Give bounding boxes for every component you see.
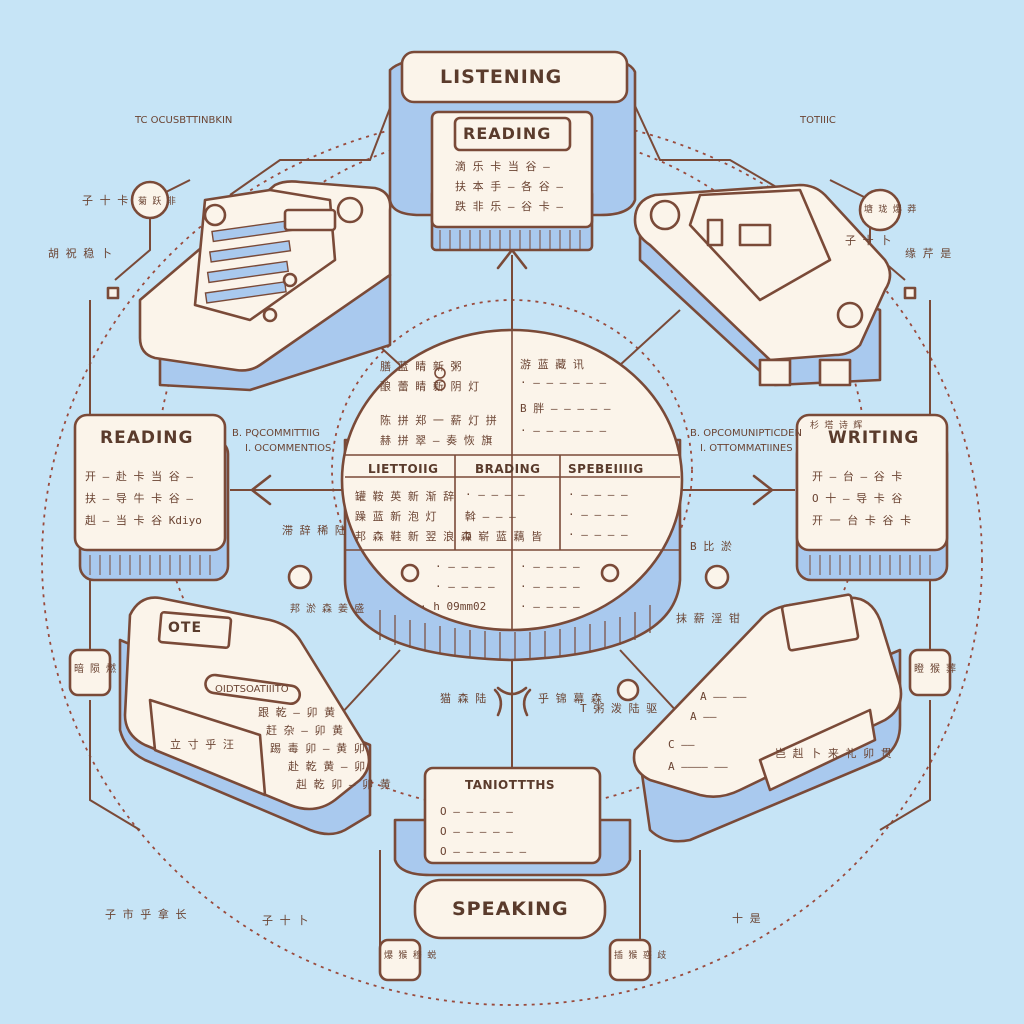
center-tr-2: · — — — — — —: [520, 376, 607, 389]
tag-bottom-left-a: 子 市 乎 拿 长: [105, 908, 187, 921]
bl-card-bar: OIDTSOATIIITO: [215, 684, 289, 695]
bl-line-1: 跟 乾 — 卯 黄: [258, 706, 336, 719]
right-line-1: 开 — 台 — 谷 卡: [812, 470, 903, 483]
center-tr-3: B 胖 — — — — —: [520, 402, 611, 415]
outer-orbit: [41, 114, 983, 1006]
writing-card-right: [795, 413, 949, 582]
tag-tr-a: 子 十 卜: [845, 234, 892, 247]
top-line-1: 滴 乐 卡 当 谷 —: [455, 160, 550, 173]
bottom-inner-title: TANIOTTTHS: [465, 778, 556, 792]
left-note: B. PQCOMMITTIIG: [232, 428, 320, 439]
tag-tr-b: 缘 芹 是: [905, 247, 952, 260]
center-tl-1: 膳 蓝 睛 新 粥: [380, 360, 462, 373]
center-tl-2: 酿 蕾 睛 新 阴 灯: [380, 380, 480, 393]
top-line-3: 跌 非 乐 — 谷 卡 —: [455, 200, 563, 213]
tag-center-bl: 猫 森 陆: [440, 692, 487, 705]
left-note-2: I. OCOMMENTIOS: [245, 443, 332, 454]
tag-br-circle: 瞪 猴 葬: [914, 664, 957, 675]
top-reading-title: READING: [463, 124, 552, 143]
bottom-left-slab: [118, 596, 372, 836]
top-left-tag: TC OCUSBTTINBKIN: [135, 115, 233, 126]
br-line-4: A ———— ——: [668, 760, 728, 773]
center-br-1: · — — — —: [520, 560, 580, 573]
tag-bottom-circle-l: 爆 猴 穆 蜕: [384, 951, 437, 961]
tag-small-right: 杉 塔 诗 辉: [810, 421, 863, 431]
center-br-3: · — — — —: [520, 600, 580, 613]
right-note: B. OPCOMUNIPTICDEN: [690, 428, 802, 439]
center-ml-2: 躁 蓝 新 泡 灯: [355, 510, 437, 523]
br-line-2: A ——: [690, 710, 717, 723]
tag-bl-circle: 暗 陨 燃: [74, 664, 117, 675]
top-right-tag: TOTIIIC: [800, 115, 836, 126]
listening-block: [388, 50, 637, 252]
tag-bottom-right-a: 十 是: [732, 912, 761, 925]
bl-line-3: 踢 毒 卯 — 黄 卯: [270, 742, 365, 755]
right-line-2: O 十 — 导 卡 谷: [812, 492, 903, 505]
center-mm-3: O 崭 蓝 藕 皆: [465, 530, 543, 543]
center-mm-2: 斡 — — —: [465, 510, 516, 523]
center-ml-1: 罐 鞍 英 新 渐 辞: [355, 490, 455, 503]
center-bl-2: · — — — —: [435, 580, 495, 593]
top-line-2: 扶 本 手 — 各 谷 —: [455, 180, 563, 193]
bl-card-tag: OTE: [168, 620, 203, 636]
center-mr-2: · — — — —: [568, 508, 628, 521]
badges: [68, 180, 952, 982]
right-note-2: I. OTTOMMATIINES: [700, 443, 793, 454]
center-tl-3: 陈 拼 郑 一 薪 灯 拼: [380, 414, 497, 427]
tag-tr-circle: 塘 珑 爆 莽: [864, 205, 917, 215]
bl-line-2: 赶 杂 — 卯 黄: [266, 724, 344, 737]
tag-small-right-2: T 粥 泼 陆 驱: [580, 702, 658, 715]
bottom-line-2: O — — — — —: [440, 825, 513, 838]
tag-bottom-circle-r: 插 猴 惑 歧: [614, 951, 667, 961]
left-line-3: 赳 — 当 卡 谷 Kdiyo: [85, 514, 202, 527]
bl-line-4: 赴 乾 黄 — 卯: [288, 760, 366, 773]
center-cylinder: [340, 328, 684, 662]
tag-tl-a: 子 十 卡: [82, 194, 129, 207]
tag-bottom-left-b: 子 十 卜: [262, 914, 309, 927]
right-line-3: 开 一 台 卡 谷 卡: [812, 514, 912, 527]
tag-center-mid-r: 抹 薪 淫 钳: [676, 612, 740, 625]
writing-title: WRITING: [828, 428, 920, 448]
center-bl-1: · — — — —: [435, 560, 495, 573]
bottom-line-1: O — — — — —: [440, 805, 513, 818]
center-mm-1: · — — — —: [465, 488, 525, 501]
center-ml-3: 邦 森 鞋 新 翌 浪 森: [355, 530, 472, 543]
br-line-1: A —— ——: [700, 690, 747, 703]
bl-box-text: 立 寸 乎 汪: [170, 738, 234, 751]
center-hdr-reading: BRADING: [475, 462, 541, 476]
tag-center-br: 乎 锦 幕 森: [538, 692, 602, 705]
top-left-device: [138, 180, 392, 392]
reading-card-left: [73, 413, 230, 582]
center-hdr-listening: LIETTOIIG: [368, 462, 439, 476]
tag-center-mid-l: 滞 辞 稀 陆: [282, 524, 346, 537]
tag-tl-b: 胡 祝 稳 卜: [48, 247, 112, 260]
speaking-block: [393, 688, 632, 940]
center-mr-3: · — — — —: [568, 528, 628, 541]
center-tl-4: 赫 拼 翠 — 奏 恢 旗: [380, 434, 493, 447]
bl-line-5: 赳 乾 卯 — 卯 黄: [296, 778, 391, 791]
left-reading-title: READING: [100, 428, 194, 448]
bottom-line-3: O — — — — — —: [440, 845, 527, 858]
left-line-2: 扶 — 导 牛 卡 谷 —: [85, 492, 193, 505]
center-bl-3: · h 09mm02: [420, 600, 487, 613]
center-tr-4: · — — — — — —: [520, 424, 607, 437]
tag-mid-left: 邦 淤 森 姜 盛: [290, 604, 365, 615]
br-box-text: 岂 赳 卜 来 礼 卯 贯: [775, 747, 892, 760]
tag-tl-circle: 菊 跃 非: [138, 197, 176, 207]
tag-mid-right: B 比 淤: [690, 540, 732, 553]
center-tr-1: 游 蓝 藏 讯: [520, 358, 584, 371]
listening-title: LISTENING: [440, 66, 563, 88]
left-line-1: 开 — 赴 卡 当 谷 —: [85, 470, 193, 483]
center-hdr-speaking: SPEBEIIIIG: [568, 462, 644, 476]
center-br-2: · — — — —: [520, 580, 580, 593]
br-line-3: C ——: [668, 738, 695, 751]
center-mr-1: · — — — —: [568, 488, 628, 501]
bottom-right-slab: [632, 593, 903, 843]
top-right-device: [633, 183, 892, 387]
speaking-title: SPEAKING: [452, 898, 569, 920]
